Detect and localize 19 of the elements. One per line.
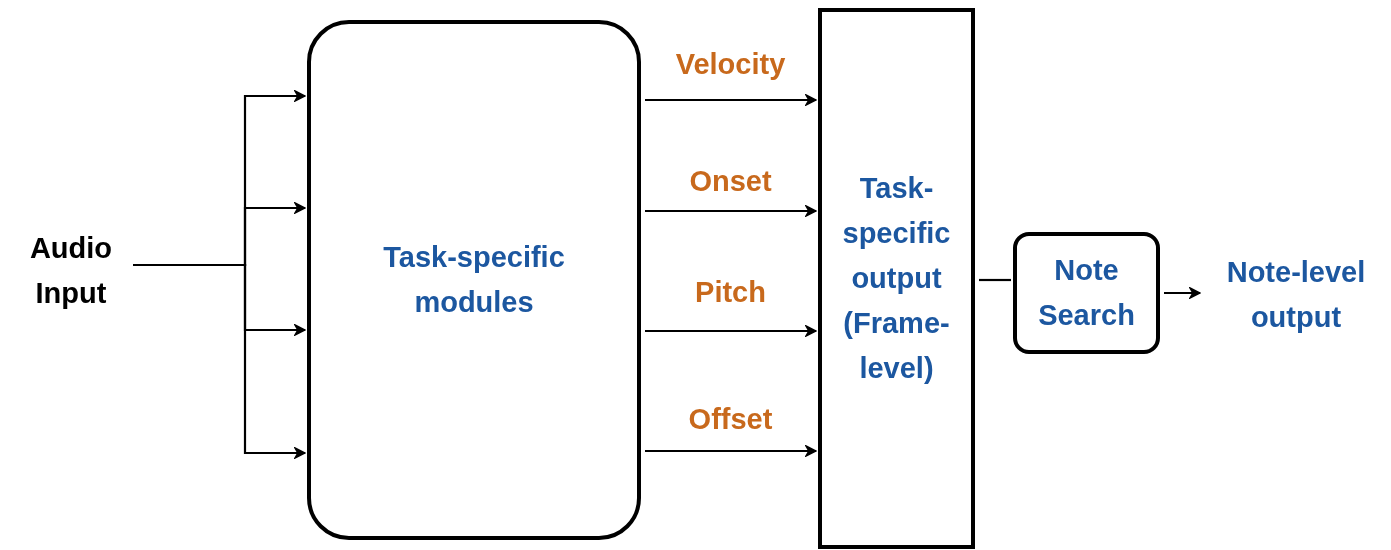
arrow — [645, 325, 817, 337]
output-label: Note-level output — [1225, 255, 1367, 335]
arrow — [1164, 287, 1201, 299]
edge-label: Velocity — [675, 48, 786, 81]
box-label: Note Search — [1037, 253, 1136, 333]
arrow — [645, 94, 817, 106]
process-box — [1013, 232, 1160, 354]
connector-line — [979, 278, 1011, 282]
input-label: Audio Input — [28, 231, 114, 311]
box-label: Task-specific output (Frame-level) — [841, 171, 952, 386]
box-label: Task-specific modules — [382, 240, 566, 320]
module-box — [307, 20, 641, 540]
arrow — [133, 263, 306, 459]
arrow — [645, 445, 817, 457]
edge-label: Offset — [688, 403, 773, 436]
arrow — [645, 205, 817, 217]
output-box — [818, 8, 975, 549]
edge-label: Pitch — [695, 276, 766, 309]
edge-label: Onset — [689, 165, 772, 198]
